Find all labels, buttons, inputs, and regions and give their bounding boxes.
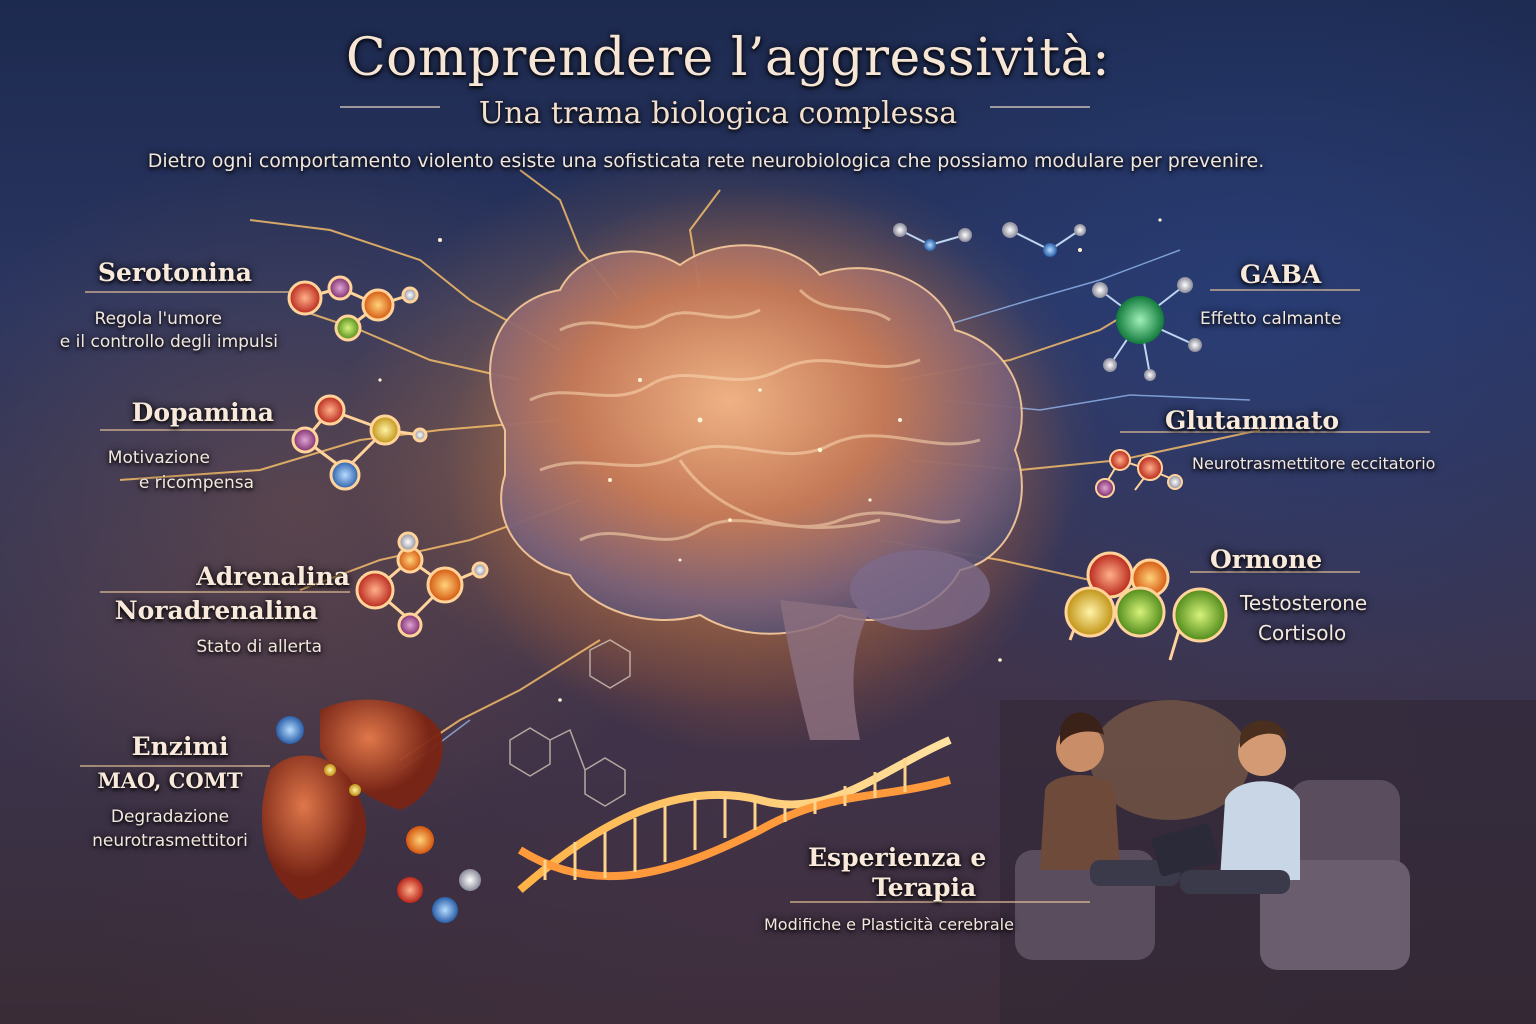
ormone-line1: Testosterone [1240,591,1368,615]
serotonina-title: Serotonina [97,258,252,287]
enzimi-line2: neurotrasmettitori [92,831,248,851]
noradrenalina-title: Noradrenalina [114,596,318,625]
brain-illustration [489,244,1023,740]
dopamina-line2: e ricompensa [138,473,254,493]
gaba-title: GABA [1240,260,1322,289]
serotonina-molecule [287,275,419,342]
esperienza-title2: Terapia [872,873,977,902]
glutammato-title: Glutammato [1165,406,1340,435]
page-subtitle: Una trama biologica complessa [478,96,958,131]
esperienza-title: Esperienza e [808,843,987,872]
serotonina-line1: Regola l'umore [94,309,222,329]
esperienza-line1: Modifiche e Plasticità cerebrale [764,915,1014,934]
serotonina-line2: e il controllo degli impulsi [59,332,278,352]
page-tagline: Dietro ogni comportamento violento esist… [147,150,1265,172]
dopamina-molecule [291,394,428,491]
glutammato-molecule [1095,449,1183,498]
dna-helix-illustration [517,736,952,894]
ormone-title: Ormone [1210,545,1323,574]
sparkles [378,218,1162,702]
dopamina-title: Dopamina [131,398,274,427]
adrenalina-title: Adrenalina [196,562,350,591]
ormone-line2: Cortisolo [1258,621,1347,645]
synapse-illustration [261,699,481,923]
label-rules [80,289,1430,903]
enzimi-title2: MAO, COMT [97,768,243,793]
therapy-session-illustration [1000,700,1536,1024]
chemical-structure [509,639,631,807]
gaba-line1: Effetto calmante [1200,309,1342,329]
enzimi-title: Enzimi [131,732,229,761]
dopamina-line1: Motivazione [107,448,210,468]
adrenalina-molecule [355,531,489,638]
glutammato-line1: Neurotrasmettitore eccitatorio [1192,454,1436,473]
ormone-molecule [1064,551,1228,661]
adrenalina-line1: Stato di allerta [196,637,322,657]
page-title: Comprendere l’aggressività: [345,28,1111,88]
gaba-molecule [893,222,1202,381]
enzimi-line1: Degradazione [110,807,230,827]
